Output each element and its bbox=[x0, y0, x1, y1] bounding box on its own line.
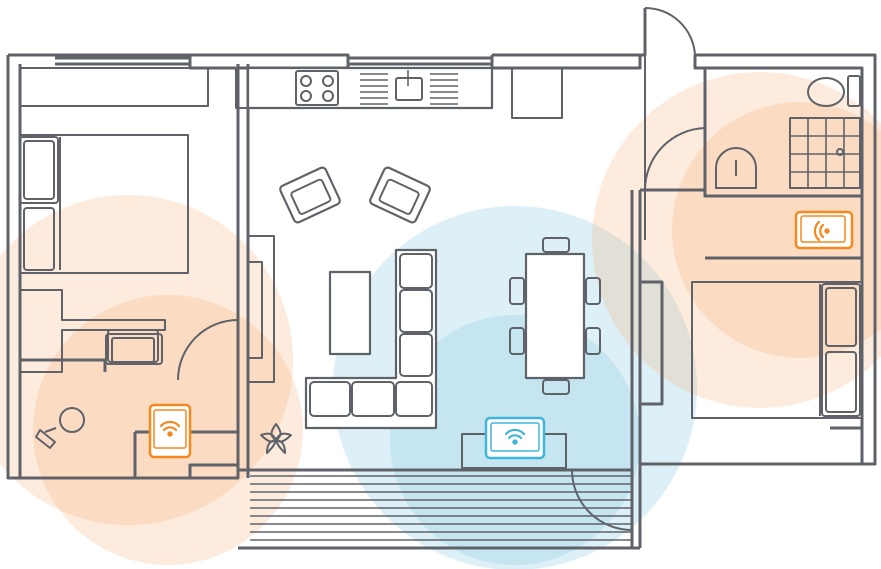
desk bbox=[20, 289, 166, 373]
wardrobe-left bbox=[19, 67, 209, 107]
tv-stand bbox=[247, 235, 275, 383]
router-left-bedroom[interactable] bbox=[148, 403, 192, 459]
wifi-icon bbox=[813, 220, 830, 242]
router-living-room[interactable] bbox=[484, 416, 546, 460]
bathroom-walls bbox=[640, 68, 862, 260]
coverage-zone-bathroom-right-core bbox=[672, 102, 881, 358]
router-bathroom[interactable] bbox=[794, 210, 854, 250]
dining-table bbox=[509, 237, 601, 395]
fridge bbox=[511, 67, 563, 119]
doors bbox=[639, 6, 696, 240]
armchair-1 bbox=[279, 166, 341, 224]
stove bbox=[295, 70, 339, 106]
shower bbox=[789, 117, 861, 189]
l-sofa bbox=[304, 248, 438, 430]
sink bbox=[360, 70, 458, 105]
balcony-deck bbox=[238, 468, 633, 541]
coverage-zone-bedroom-left bbox=[0, 195, 293, 525]
toilet bbox=[807, 75, 861, 107]
coffee-table bbox=[328, 270, 372, 356]
desk-chair bbox=[105, 333, 163, 365]
plant bbox=[260, 423, 292, 454]
wifi-icon bbox=[159, 420, 181, 437]
bathroom-sink bbox=[715, 147, 757, 189]
bed-left bbox=[19, 134, 189, 274]
swivel-chair bbox=[35, 407, 85, 449]
bed-right bbox=[691, 281, 863, 419]
bedroom-right-walls bbox=[640, 280, 862, 466]
armchair-2 bbox=[369, 166, 431, 224]
wifi-icon bbox=[504, 428, 526, 445]
